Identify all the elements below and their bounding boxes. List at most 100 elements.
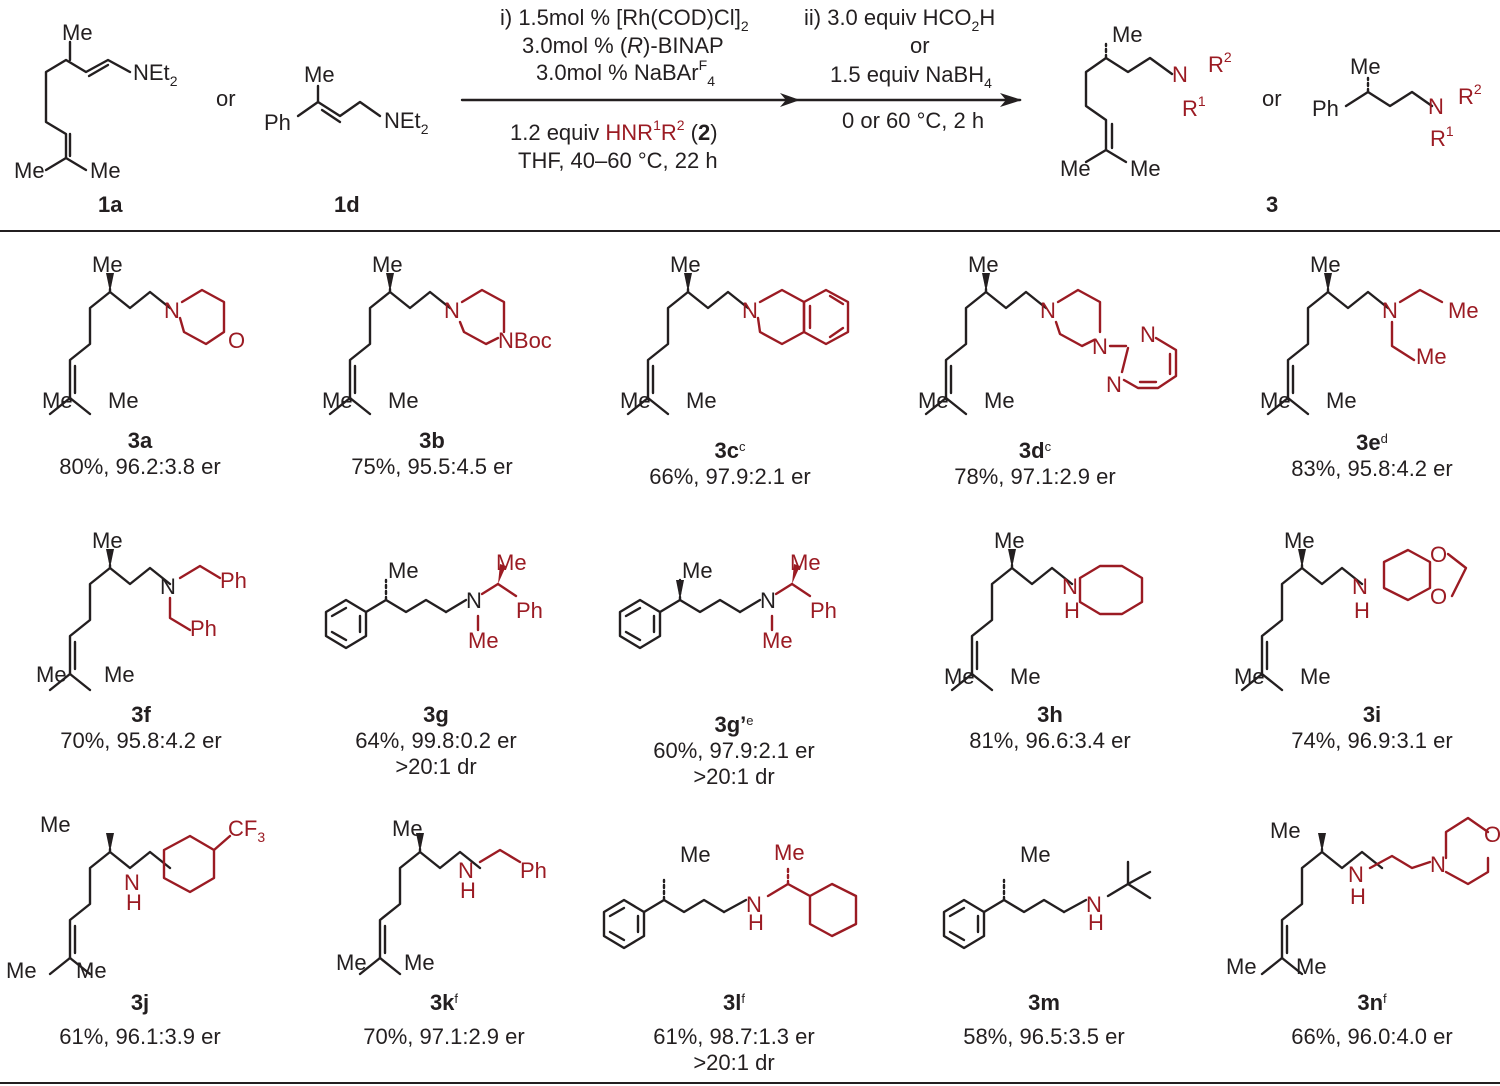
compound-3n: 3nf 66%, 96.0:4.0 er — [1291, 990, 1453, 1049]
structure-3e: Me Me Me N Me Me — [1260, 252, 1479, 416]
svg-text:N: N — [1430, 852, 1446, 877]
structure-3h: Me Me Me N H — [944, 528, 1144, 692]
svg-text:Me: Me — [918, 388, 949, 413]
svg-text:N: N — [1348, 862, 1364, 887]
structure-3d: Me Me Me N N N N — [918, 252, 1178, 416]
svg-text:or: or — [910, 33, 930, 58]
compound-3c: 3cc 66%, 97.9:2.1 er — [649, 438, 811, 489]
svg-text:Me: Me — [1284, 528, 1315, 553]
svg-text:Me: Me — [404, 950, 435, 975]
svg-text:Me: Me — [762, 628, 793, 653]
svg-text:Me: Me — [1020, 842, 1051, 867]
step1-conditions: i) 1.5mol % [Rh(COD)Cl]2 3.0mol % (R)-BI… — [500, 5, 749, 173]
svg-text:Me: Me — [1112, 22, 1143, 47]
compound-3e: 3ed 83%, 95.8:4.2 er — [1291, 430, 1453, 481]
svg-text:NEt2: NEt2 — [133, 60, 178, 89]
svg-text:Me: Me — [304, 62, 335, 87]
svg-text:H: H — [1354, 598, 1370, 623]
sm-1d-label: 1d — [334, 192, 360, 217]
compound-3l: 3lf 61%, 98.7:1.3 er >20:1 dr — [653, 990, 815, 1075]
step2-conditions: ii) 3.0 equiv HCO2H or 1.5 equiv NaBH4 0… — [804, 5, 995, 133]
svg-text:NEt2: NEt2 — [384, 108, 429, 137]
svg-text:Me: Me — [1416, 344, 1447, 369]
svg-text:Me: Me — [670, 252, 701, 277]
svg-text:Me: Me — [90, 158, 121, 183]
svg-text:Ph: Ph — [190, 616, 217, 641]
svg-text:Me: Me — [1260, 388, 1291, 413]
svg-text:Me: Me — [392, 816, 423, 841]
svg-text:R2: R2 — [1458, 81, 1482, 109]
svg-text:3.0mol % NaBArF4: 3.0mol % NaBArF4 — [536, 57, 715, 89]
svg-text:Me: Me — [680, 842, 711, 867]
svg-text:Me: Me — [1448, 298, 1479, 323]
svg-text:Me: Me — [6, 958, 37, 983]
svg-text:N: N — [1062, 574, 1078, 599]
svg-text:1.5 equiv NaBH4: 1.5 equiv NaBH4 — [830, 62, 992, 91]
svg-text:Ph: Ph — [220, 568, 247, 593]
svg-text:Me: Me — [388, 388, 419, 413]
svg-text:N: N — [742, 298, 758, 323]
svg-text:H: H — [1064, 598, 1080, 623]
svg-text:Me: Me — [496, 550, 527, 575]
svg-text:Me: Me — [620, 388, 651, 413]
svg-text:Me: Me — [468, 628, 499, 653]
structure-3g: Me N Me Ph Me — [324, 550, 543, 653]
svg-text:Me: Me — [336, 950, 367, 975]
sm-1a-structure: Me NEt2 Me Me — [14, 20, 178, 183]
svg-text:N: N — [1382, 298, 1398, 323]
svg-text:Me: Me — [104, 662, 135, 687]
svg-text:N: N — [444, 298, 460, 323]
svg-text:Ph: Ph — [520, 858, 547, 883]
svg-text:H: H — [1350, 884, 1366, 909]
svg-text:N: N — [760, 588, 776, 613]
product-3-phenyl: Me Ph N R2 R1 — [1312, 54, 1482, 151]
svg-text:N: N — [1352, 574, 1368, 599]
svg-text:N: N — [124, 870, 140, 895]
svg-text:ii) 3.0 equiv HCO2H: ii) 3.0 equiv HCO2H — [804, 5, 995, 34]
svg-text:N: N — [1428, 94, 1444, 119]
svg-text:Me: Me — [1226, 954, 1257, 979]
svg-text:or: or — [1262, 86, 1282, 111]
svg-text:Ph: Ph — [516, 598, 543, 623]
svg-text:Me: Me — [388, 558, 419, 583]
svg-text:H: H — [1088, 910, 1104, 935]
svg-text:Me: Me — [984, 388, 1015, 413]
compound-3h: 3h 81%, 96.6:3.4 er — [969, 702, 1131, 753]
compound-3f: 3f 70%, 95.8:4.2 er — [60, 702, 222, 753]
svg-text:Me: Me — [14, 158, 45, 183]
svg-text:Me: Me — [1234, 664, 1265, 689]
svg-text:H: H — [460, 878, 476, 903]
svg-text:H: H — [126, 890, 142, 915]
svg-text:Me: Me — [372, 252, 403, 277]
svg-text:O: O — [1430, 542, 1447, 567]
svg-text:R2: R2 — [1208, 49, 1232, 77]
structure-3f: Me Me Me N Ph Ph — [36, 528, 247, 692]
svg-text:Me: Me — [774, 840, 805, 865]
svg-text:Me: Me — [36, 662, 67, 687]
svg-text:Me: Me — [1296, 954, 1327, 979]
svg-text:O: O — [228, 328, 245, 353]
svg-text:Me: Me — [92, 252, 123, 277]
svg-text:1.2 equiv HNR1R2 (2): 1.2 equiv HNR1R2 (2) — [510, 117, 718, 145]
or-label: or — [216, 86, 236, 111]
svg-text:N: N — [160, 574, 176, 599]
svg-text:Me: Me — [92, 528, 123, 553]
svg-text:i) 1.5mol % [Rh(COD)Cl]2: i) 1.5mol % [Rh(COD)Cl]2 — [500, 5, 749, 34]
svg-text:N: N — [1092, 334, 1108, 359]
svg-text:0 or 60 °C, 2 h: 0 or 60 °C, 2 h — [842, 108, 984, 133]
compound-3d: 3dc 78%, 97.1:2.9 er — [954, 438, 1116, 489]
structure-3k: Me Me Me N H Ph — [336, 816, 547, 976]
svg-text:3.0mol % (R)-BINAP: 3.0mol % (R)-BINAP — [522, 33, 724, 58]
product-3-citronellyl: Me Me Me N R2 R1 — [1060, 22, 1232, 181]
structure-3l: Me N H Me — [602, 840, 858, 950]
svg-text:THF, 40–60 °C, 22 h: THF, 40–60 °C, 22 h — [518, 148, 718, 173]
structure-3g-prime: Me N Me Ph Me — [618, 550, 837, 653]
svg-text:Me: Me — [682, 558, 713, 583]
compound-3g: 3g 64%, 99.8:0.2 er >20:1 dr — [355, 702, 517, 779]
svg-text:O: O — [1430, 584, 1447, 609]
svg-text:N: N — [164, 298, 180, 323]
svg-text:N: N — [1172, 62, 1188, 87]
header-divider — [0, 230, 1500, 232]
svg-text:Ph: Ph — [810, 598, 837, 623]
